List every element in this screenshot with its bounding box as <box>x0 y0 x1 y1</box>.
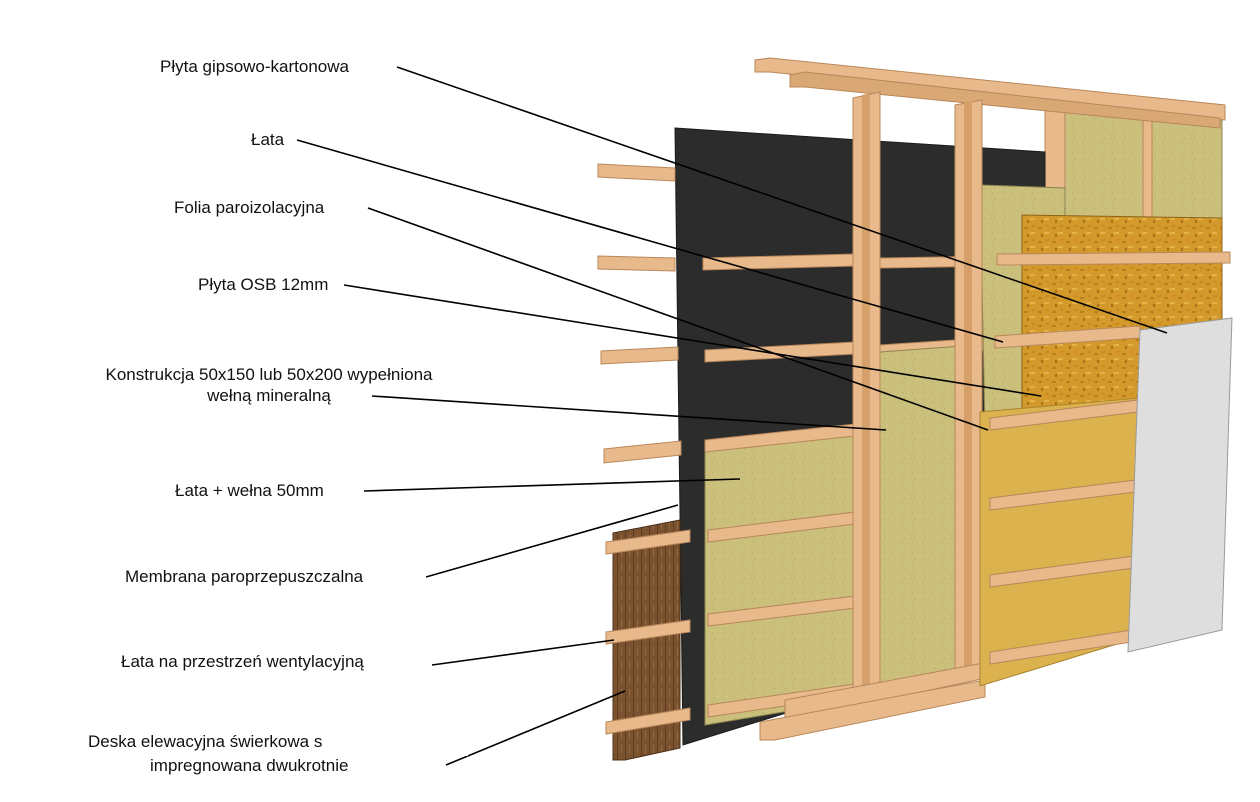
top-plate <box>754 57 1226 129</box>
label-construction-line2: wełną mineralną <box>207 386 331 405</box>
label-gypsum-board: Płyta gipsowo-kartonowa <box>160 57 349 76</box>
label-siding-line1: Deska elewacyjna świerkowa s <box>88 732 323 751</box>
lath-wool-panels <box>704 427 856 726</box>
label-construction-line1: Konstrukcja 50x150 lub 50x200 wypełniona <box>105 365 433 384</box>
label-vent-lath: Łata na przestrzeń wentylacyjną <box>121 652 364 671</box>
left-laths <box>597 163 682 464</box>
osb-laths <box>994 251 1231 349</box>
label-membrane: Membrana paroprzepuszczalna <box>125 567 364 586</box>
bottom-plate <box>759 659 1001 741</box>
label-osb: Płyta OSB 12mm <box>198 275 329 294</box>
leader-lines <box>296 66 1168 766</box>
label-lath: Łata <box>251 130 285 149</box>
gypsum-board <box>1127 317 1233 653</box>
label-vapor-foil: Folia paroizolacyjna <box>174 198 325 217</box>
label-lath-wool: Łata + wełna 50mm <box>175 481 324 500</box>
label-siding-line2: impregnowana dwukrotnie <box>150 756 349 775</box>
label-redaction-box <box>368 716 468 756</box>
siding-laths <box>605 529 691 735</box>
